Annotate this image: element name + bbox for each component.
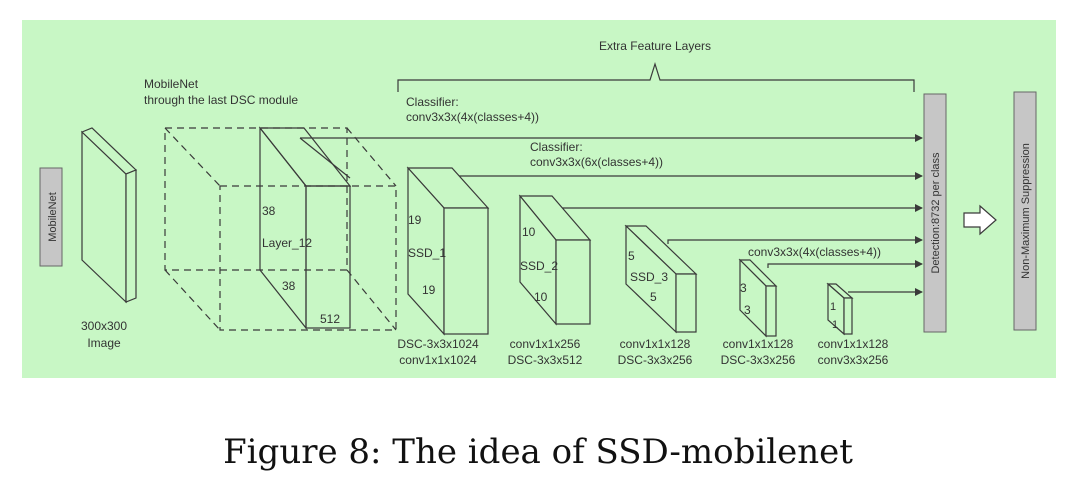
ssd3-block [624, 224, 698, 334]
block5-width-label: 1 [832, 319, 838, 331]
extra-feature-title: Extra Feature Layers [599, 39, 711, 53]
classifier1-line1: Classifier: [406, 95, 459, 109]
mobilenet-caption-line2: through the last DSC module [144, 93, 298, 107]
ssd1-height-label: 19 [408, 213, 422, 227]
classifier2-line2: conv3x3x(6x(classes+4)) [530, 155, 663, 169]
ssd3-width-label: 5 [650, 290, 657, 304]
layer12-height-label: 38 [262, 204, 276, 218]
ssd3-op-line1: conv1x1x128 [620, 337, 691, 351]
ssd3-height-label: 5 [628, 249, 635, 263]
layer12-name-label: Layer_12 [262, 236, 312, 250]
layer12-depth-label: 512 [320, 312, 340, 326]
ssd2-block [518, 194, 592, 326]
ssd3-op-line2: DSC-3x3x256 [618, 353, 693, 367]
block5 [826, 282, 854, 336]
ssd2-name-label: SSD_2 [520, 259, 558, 273]
ssd1-name-label: SSD_1 [408, 246, 446, 260]
ssd2-width-label: 10 [534, 290, 548, 304]
block5-op-line2: conv3x3x256 [818, 353, 889, 367]
arrow-layer12-bottom [299, 137, 351, 179]
ssd1-width-label: 19 [422, 283, 436, 297]
ssd2-op-line2: DSC-3x3x512 [508, 353, 583, 367]
arrow-ssd3 [667, 236, 923, 244]
block4-width-label: 3 [744, 303, 751, 317]
mobilenet-dashed-cube [164, 127, 397, 331]
mobilenet-side-label: MobileNet [39, 167, 63, 267]
ssd2-height-label: 10 [522, 225, 536, 239]
classifier1-line2: conv3x3x(4x(classes+4)) [406, 110, 539, 124]
figure-caption: Figure 8: The idea of SSD-mobilenet [223, 432, 853, 472]
block4-op-line2: DSC-3x3x256 [721, 353, 796, 367]
classifier3-label: conv3x3x(4x(classes+4)) [748, 245, 881, 259]
layer12-width-label: 38 [282, 279, 296, 293]
block4-op-line1: conv1x1x128 [723, 337, 794, 351]
mobilenet-side-text: MobileNet [47, 192, 59, 242]
input-size-label: 300x300 [81, 319, 127, 333]
detection-text: Detection:8732 per class [930, 152, 942, 274]
input-image-slab [80, 127, 138, 304]
input-image-label: Image [87, 336, 121, 350]
block4 [738, 258, 778, 338]
arrow-block4 [767, 260, 923, 268]
block4-height-label: 3 [740, 281, 747, 295]
ssd1-op-line1: DSC-3x3x1024 [397, 337, 479, 351]
block5-op-line1: conv1x1x128 [818, 337, 889, 351]
ssd2-op-line1: conv1x1x256 [510, 337, 581, 351]
nms-text: Non-Maximum Suppression [1020, 143, 1032, 279]
detection-bar: Detection:8732 per class [923, 93, 947, 333]
nms-bar: Non-Maximum Suppression [1013, 91, 1037, 331]
classifier2-line1: Classifier: [530, 140, 583, 154]
ssd3-name-label: SSD_3 [630, 270, 668, 284]
hollow-arrow-icon [963, 204, 997, 236]
extra-feature-brace [397, 61, 915, 92]
layer12-block [258, 126, 352, 330]
ssd1-block [406, 166, 490, 336]
ssd1-op-line2: conv1x1x1024 [399, 353, 477, 367]
block5-height-label: 1 [830, 301, 836, 313]
mobilenet-caption-line1: MobileNet [144, 77, 199, 91]
